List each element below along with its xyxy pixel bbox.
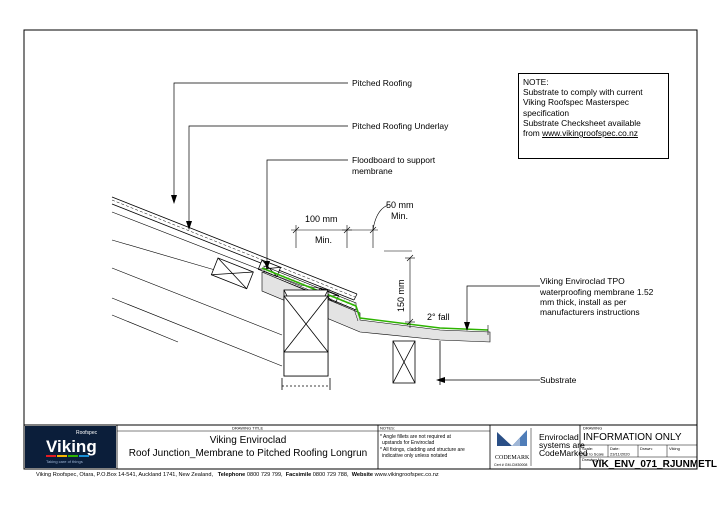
label-tpo-2: waterproofing membrane 1.52 [539, 287, 654, 297]
note-2: upstands for Enviroclad [382, 440, 434, 446]
codemark-logo: CODEMARK Cert # GM-CM30008 [494, 430, 530, 467]
note-1: * Angle fillets are not required at [380, 434, 451, 440]
footer-web[interactable]: www.vikingroofspec.co.nz [374, 472, 439, 478]
footer-web-label: Website [351, 472, 374, 478]
note-line-1: Substrate to comply with current [523, 87, 643, 98]
note-line-2: Viking Roofspec Masterspec [523, 97, 629, 108]
note-line-4: Substrate Checksheet available [523, 117, 641, 128]
codemark-text: CODEMARK [495, 455, 530, 461]
note-website-link[interactable]: www.vikingroofspec.co.nz [542, 128, 638, 139]
note-box: NOTE: Substrate to comply with current V… [518, 73, 669, 159]
dim-fall: 2° fall [427, 312, 450, 322]
timber-posts [281, 289, 441, 390]
label-floodboard-1: Floodboard to support [352, 155, 436, 165]
notes-header: NOTES: [380, 426, 395, 431]
note-line-5: from www.vikingroofspec.co.nz [523, 128, 664, 138]
leader-lines [173, 82, 540, 381]
footer-address: Viking Roofspec, Otara, P.O.Box 14-541, … [36, 472, 214, 478]
note-3: * All fixings, cladding and structure ar… [380, 447, 465, 453]
drawn-value: Viking [669, 446, 680, 451]
drawing-number: VIK_ENV_071_RJUNMETL [592, 459, 717, 470]
footer: Viking Roofspec, Otara, P.O.Box 14-541, … [36, 472, 439, 478]
date-label: Date: [610, 446, 620, 451]
drawn-label: Drawn: [640, 446, 653, 451]
label-tpo-1: Viking Enviroclad TPO [540, 276, 625, 286]
viking-logo [25, 426, 116, 468]
logo-roofspec: Roofspec [76, 430, 98, 436]
note-line-3: specification [523, 107, 570, 118]
label-pitched-roofing: Pitched Roofing [352, 78, 412, 88]
date-value: 23/11/2020 [610, 452, 630, 457]
drawing-title-line1: Viking Enviroclad [210, 435, 287, 446]
note-line-5-prefix: from [523, 128, 543, 139]
dim-100mm-min: Min. [315, 235, 332, 245]
label-tpo-4: manufacturers instructions [540, 307, 640, 317]
drawing-title-line2: Roof Junction_Membrane to Pitched Roofin… [129, 448, 367, 459]
note-4: indicative only unless notated [382, 453, 448, 459]
label-tpo-3: mm thick, install as per [540, 297, 627, 307]
title-block: Roofspec Viking Taking care of things DR… [23, 424, 717, 470]
footer-tel: 0800 729 799, [246, 472, 283, 478]
drawing-title-header: DRAWING TITLE [232, 426, 263, 431]
drawing-header: DRAWING [583, 426, 602, 431]
detail-drawing: Pitched Roofing Pitched Roofing Underlay… [111, 78, 654, 390]
logo-tagline: Taking care of things [46, 459, 83, 464]
enviroclad-line1: Enviroclad [539, 432, 579, 442]
leader-arrows [171, 195, 470, 383]
dim-100mm: 100 mm [305, 214, 338, 224]
dwg-label: Drawing No: [582, 457, 604, 462]
scale-label: Scale: [582, 446, 593, 451]
note-heading: NOTE: [523, 77, 549, 87]
footer-fax-label: Facsimile [285, 472, 312, 478]
footer-tel-label: Telephone [217, 472, 246, 478]
enviroclad-line3: CodeMarked [539, 448, 588, 458]
dim-50mm-min: Min. [391, 211, 408, 221]
label-pitched-roofing-underlay: Pitched Roofing Underlay [352, 121, 449, 131]
enviroclad-line2: systems are [539, 440, 585, 450]
information-only: INFORMATION ONLY [583, 432, 682, 443]
label-floodboard-2: membrane [352, 166, 393, 176]
dim-150mm: 150 mm [396, 279, 406, 312]
dimension-lines [291, 204, 415, 328]
label-substrate: Substrate [540, 375, 577, 385]
codemark-cert: Cert # GM-CM30008 [494, 463, 527, 467]
logo-viking: Viking [46, 437, 97, 456]
dim-50mm: 50 mm [386, 200, 414, 210]
footer-fax: 0800 729 788, [312, 472, 349, 478]
pitched-roofing [111, 196, 358, 301]
scale-value: Not to Scale [582, 452, 605, 457]
